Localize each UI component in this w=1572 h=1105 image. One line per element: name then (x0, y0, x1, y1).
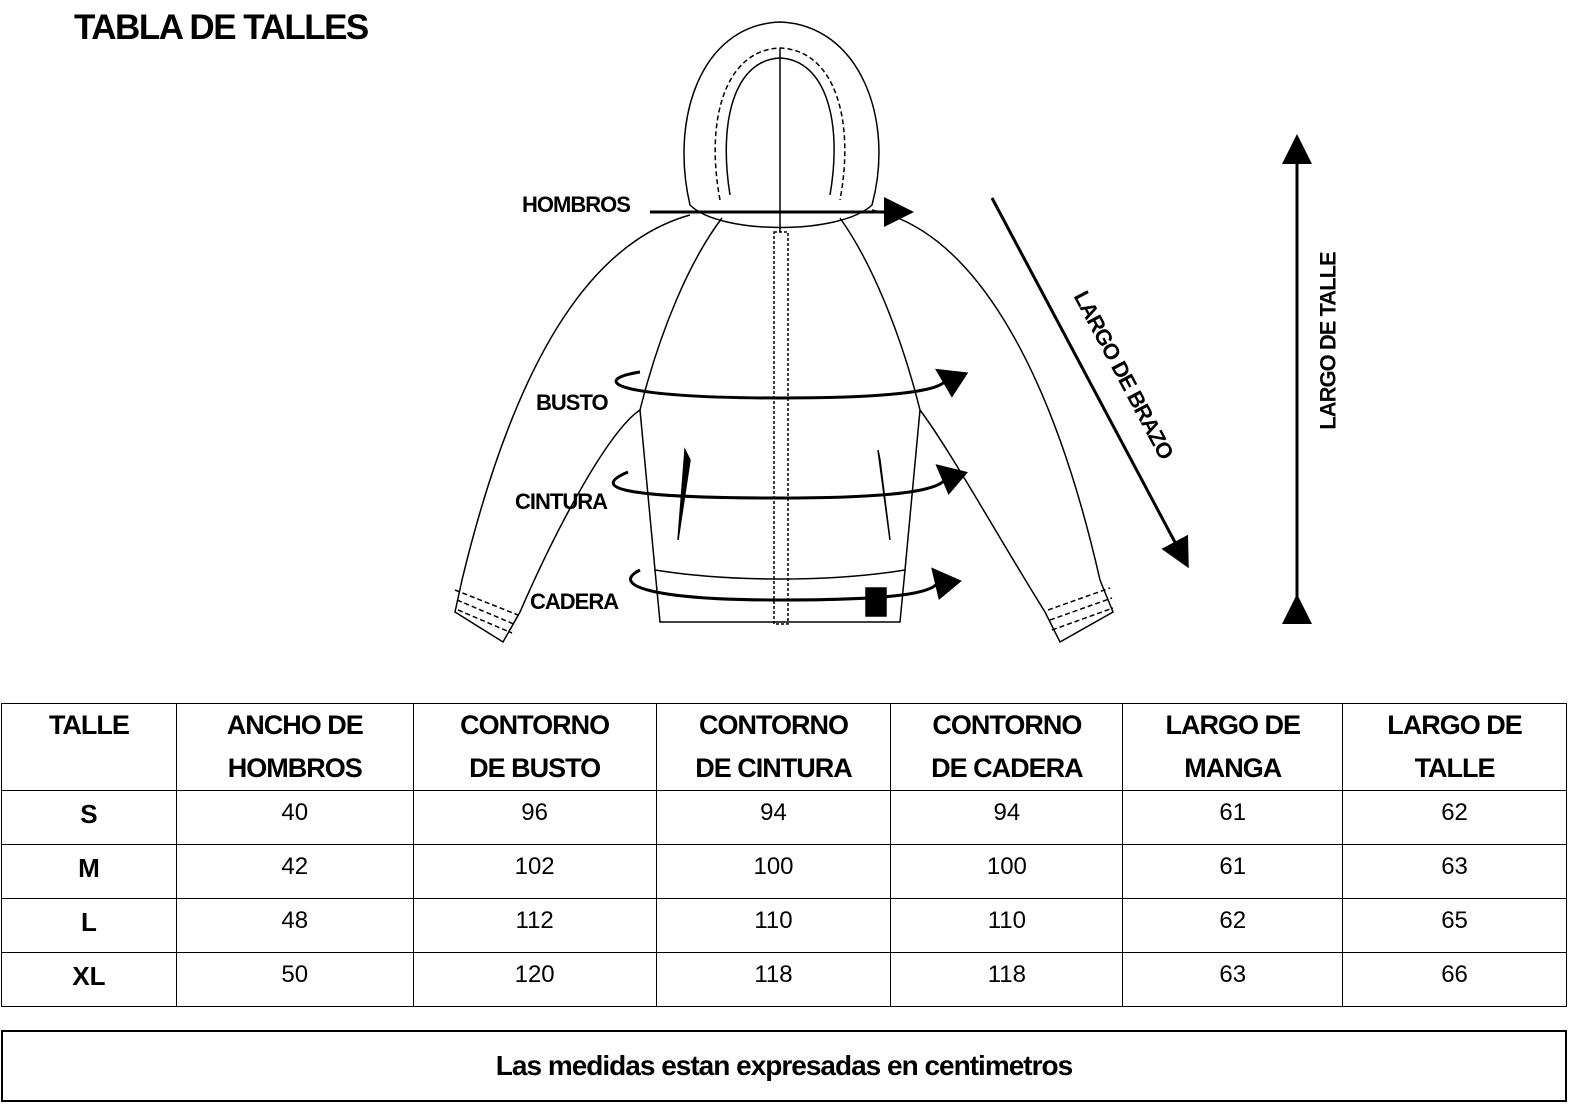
cell: 100 (655, 844, 892, 899)
cell: 42 (175, 844, 414, 899)
cell: 110 (890, 898, 1124, 953)
jacket-body (454, 209, 1114, 644)
page-title: TABLA DE TALLES (74, 8, 369, 47)
cell: 65 (1342, 898, 1567, 953)
size-cell: M (1, 844, 177, 899)
cell: 40 (175, 790, 414, 845)
label-cintura: CINTURA (515, 489, 608, 514)
cell: 110 (655, 898, 892, 953)
size-cell: S (1, 790, 177, 845)
label-largo-talle: LARGO DE TALLE (1315, 252, 1341, 430)
cell: 48 (175, 898, 414, 953)
cell: 94 (890, 790, 1124, 845)
size-cell: XL (1, 952, 177, 1007)
cell: 120 (412, 952, 657, 1007)
label-busto: BUSTO (536, 390, 609, 415)
cell: 62 (1122, 898, 1344, 953)
cell: 94 (655, 790, 892, 845)
cell: 61 (1122, 844, 1344, 899)
units-note: Las medidas estan expresadas en centimet… (1, 1030, 1567, 1102)
hood-outline (683, 21, 880, 232)
cell: 66 (1342, 952, 1567, 1007)
header-talle: TALLE (1, 703, 177, 791)
cell: 63 (1342, 844, 1567, 899)
label-cadera: CADERA (530, 589, 619, 614)
jacket-diagram (454, 21, 1312, 644)
cell: 102 (412, 844, 657, 899)
cell: 50 (175, 952, 414, 1007)
cell: 112 (412, 898, 657, 953)
cell: 63 (1122, 952, 1344, 1007)
cell: 100 (890, 844, 1124, 899)
cell: 118 (890, 952, 1124, 1007)
cell: 96 (412, 790, 657, 845)
size-cell: L (1, 898, 177, 953)
label-hombros: HOMBROS (522, 192, 631, 217)
cell: 61 (1122, 790, 1344, 845)
cell: 118 (655, 952, 892, 1007)
measure-arrows (611, 134, 1312, 624)
cell: 62 (1342, 790, 1567, 845)
